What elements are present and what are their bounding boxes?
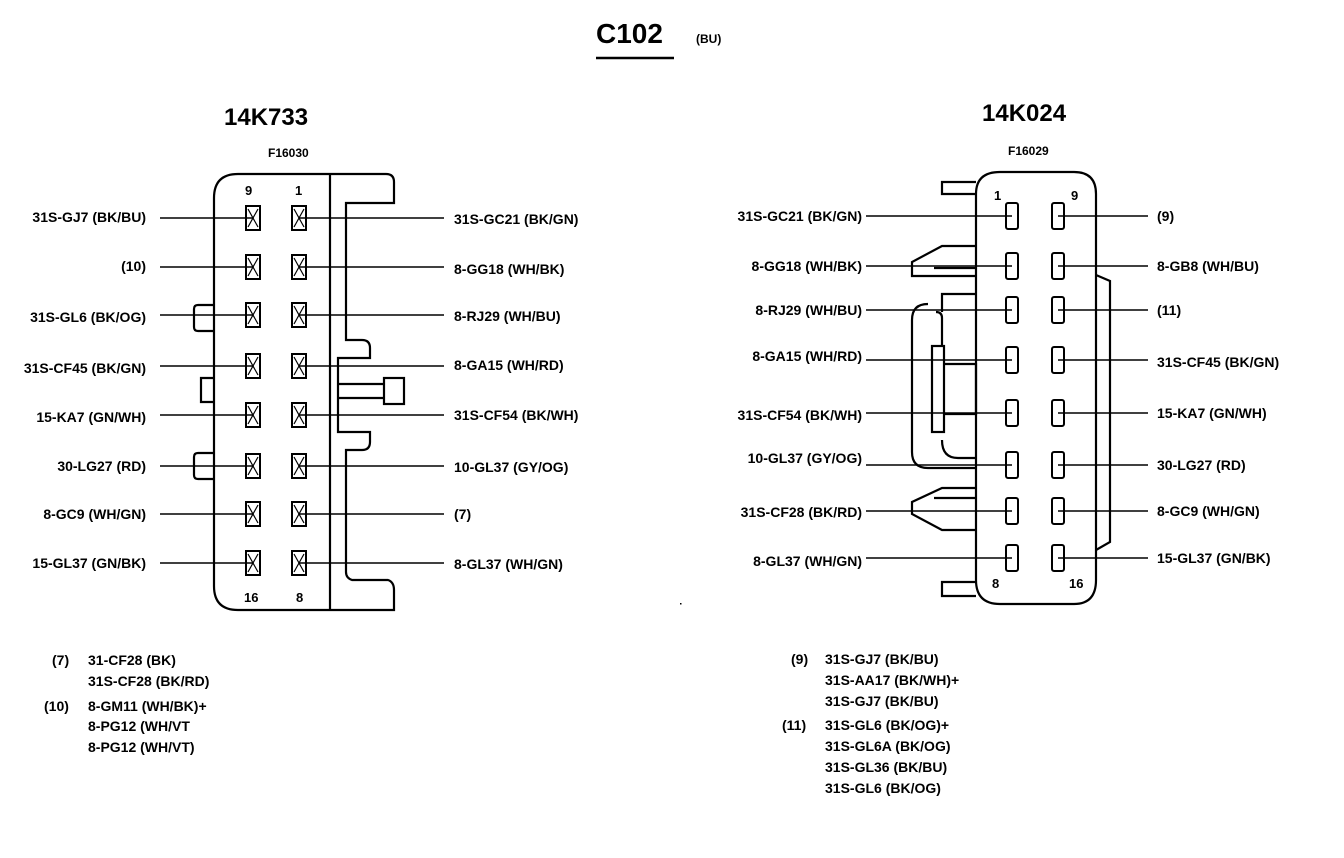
wire-label: 15-KA7 (GN/WH) bbox=[1157, 405, 1267, 421]
wire-label: 30-LG27 (RD) bbox=[1157, 457, 1246, 473]
wire-label: 31S-GL6 (BK/OG) bbox=[30, 309, 146, 325]
wire-label: 31S-CF45 (BK/GN) bbox=[23, 360, 146, 376]
right-pin-number-1: 1 bbox=[994, 188, 1002, 203]
right-pin-number-8: 8 bbox=[992, 576, 1000, 591]
left-part-number: 14K733 bbox=[224, 104, 309, 131]
note-ref: (9) bbox=[791, 651, 809, 667]
stray-dot bbox=[680, 603, 682, 605]
wire-label: 8-GA15 (WH/RD) bbox=[752, 348, 862, 364]
wire-label: 8-GG18 (WH/BK) bbox=[751, 258, 862, 274]
wire-label: 8-GA15 (WH/RD) bbox=[454, 357, 564, 373]
connector-color-code: (BU) bbox=[696, 32, 722, 46]
wire-label: (7) bbox=[454, 506, 472, 522]
wire-label: (11) bbox=[1157, 302, 1182, 318]
note-line: 31S-GL6 (BK/OG) bbox=[825, 780, 941, 796]
wire-label: 31S-GC21 (BK/GN) bbox=[454, 211, 579, 227]
wire-label: 8-GL37 (WH/GN) bbox=[454, 556, 563, 572]
wire-label: 8-GC9 (WH/GN) bbox=[1157, 503, 1260, 519]
left-pin-number-9: 9 bbox=[245, 183, 253, 198]
right-connector-body bbox=[910, 170, 1112, 606]
wire-label: 8-RJ29 (WH/BU) bbox=[755, 302, 862, 318]
right-connector-leader-lines bbox=[866, 215, 1148, 559]
note-line: 31S-GL36 (BK/BU) bbox=[825, 759, 948, 775]
wire-label: 8-GG18 (WH/BK) bbox=[454, 261, 565, 277]
right-sub-number: F16029 bbox=[1008, 144, 1049, 158]
note-ref: (10) bbox=[44, 698, 69, 714]
wire-label: 8-GC9 (WH/GN) bbox=[43, 506, 146, 522]
wire-label: 31S-GJ7 (BK/BU) bbox=[32, 209, 146, 225]
wire-label: 31S-CF54 (BK/WH) bbox=[454, 407, 579, 423]
left-pin-number-1: 1 bbox=[295, 183, 303, 198]
note-line: 8-GM11 (WH/BK)+ bbox=[88, 698, 207, 714]
note-line: 31S-GL6A (BK/OG) bbox=[825, 738, 951, 754]
wire-label: 8-GB8 (WH/BU) bbox=[1157, 258, 1259, 274]
right-pin-number-16: 16 bbox=[1069, 576, 1084, 591]
note-line: 8-PG12 (WH/VT) bbox=[88, 739, 195, 755]
wire-label: 8-RJ29 (WH/BU) bbox=[454, 308, 561, 324]
left-pin-number-8: 8 bbox=[296, 590, 304, 605]
connector-title: C102 bbox=[596, 18, 663, 49]
wire-label: 31S-CF28 (BK/RD) bbox=[740, 504, 862, 520]
wire-label: 15-GL37 (GN/BK) bbox=[1157, 550, 1271, 566]
right-pin-number-9: 9 bbox=[1071, 188, 1079, 203]
left-connector-pins bbox=[245, 205, 307, 576]
note-ref: (7) bbox=[52, 652, 70, 668]
note-ref: (11) bbox=[782, 717, 807, 733]
note-line: 31S-GL6 (BK/OG)+ bbox=[825, 717, 950, 733]
note-line: 31S-AA17 (BK/WH)+ bbox=[825, 672, 960, 688]
wire-label: 31S-CF54 (BK/WH) bbox=[737, 407, 862, 423]
right-connector-pins bbox=[1005, 202, 1065, 572]
wire-label: 8-GL37 (WH/GN) bbox=[753, 553, 862, 569]
note-line: 31-CF28 (BK) bbox=[88, 652, 176, 668]
wire-label: 15-GL37 (GN/BK) bbox=[32, 555, 146, 571]
note-line: 31S-GJ7 (BK/BU) bbox=[825, 651, 939, 667]
wire-label: 15-KA7 (GN/WH) bbox=[36, 409, 146, 425]
left-connector-body bbox=[192, 172, 406, 612]
left-connector-leader-lines bbox=[160, 217, 444, 564]
note-line: 31S-GJ7 (BK/BU) bbox=[825, 693, 939, 709]
note-line: 31S-CF28 (BK/RD) bbox=[88, 673, 210, 689]
wire-label: (9) bbox=[1157, 208, 1175, 224]
right-part-number: 14K024 bbox=[982, 100, 1067, 127]
wire-label: 30-LG27 (RD) bbox=[57, 458, 146, 474]
wire-label: 10-GL37 (GY/OG) bbox=[454, 459, 569, 475]
wire-label: 10-GL37 (GY/OG) bbox=[747, 450, 862, 466]
left-pin-number-16: 16 bbox=[244, 590, 259, 605]
left-sub-number: F16030 bbox=[268, 146, 309, 160]
wire-label: (10) bbox=[121, 258, 146, 274]
note-line: 8-PG12 (WH/VT bbox=[88, 718, 190, 734]
wire-label: 31S-GC21 (BK/GN) bbox=[737, 208, 862, 224]
wire-label: 31S-CF45 (BK/GN) bbox=[1157, 354, 1280, 370]
